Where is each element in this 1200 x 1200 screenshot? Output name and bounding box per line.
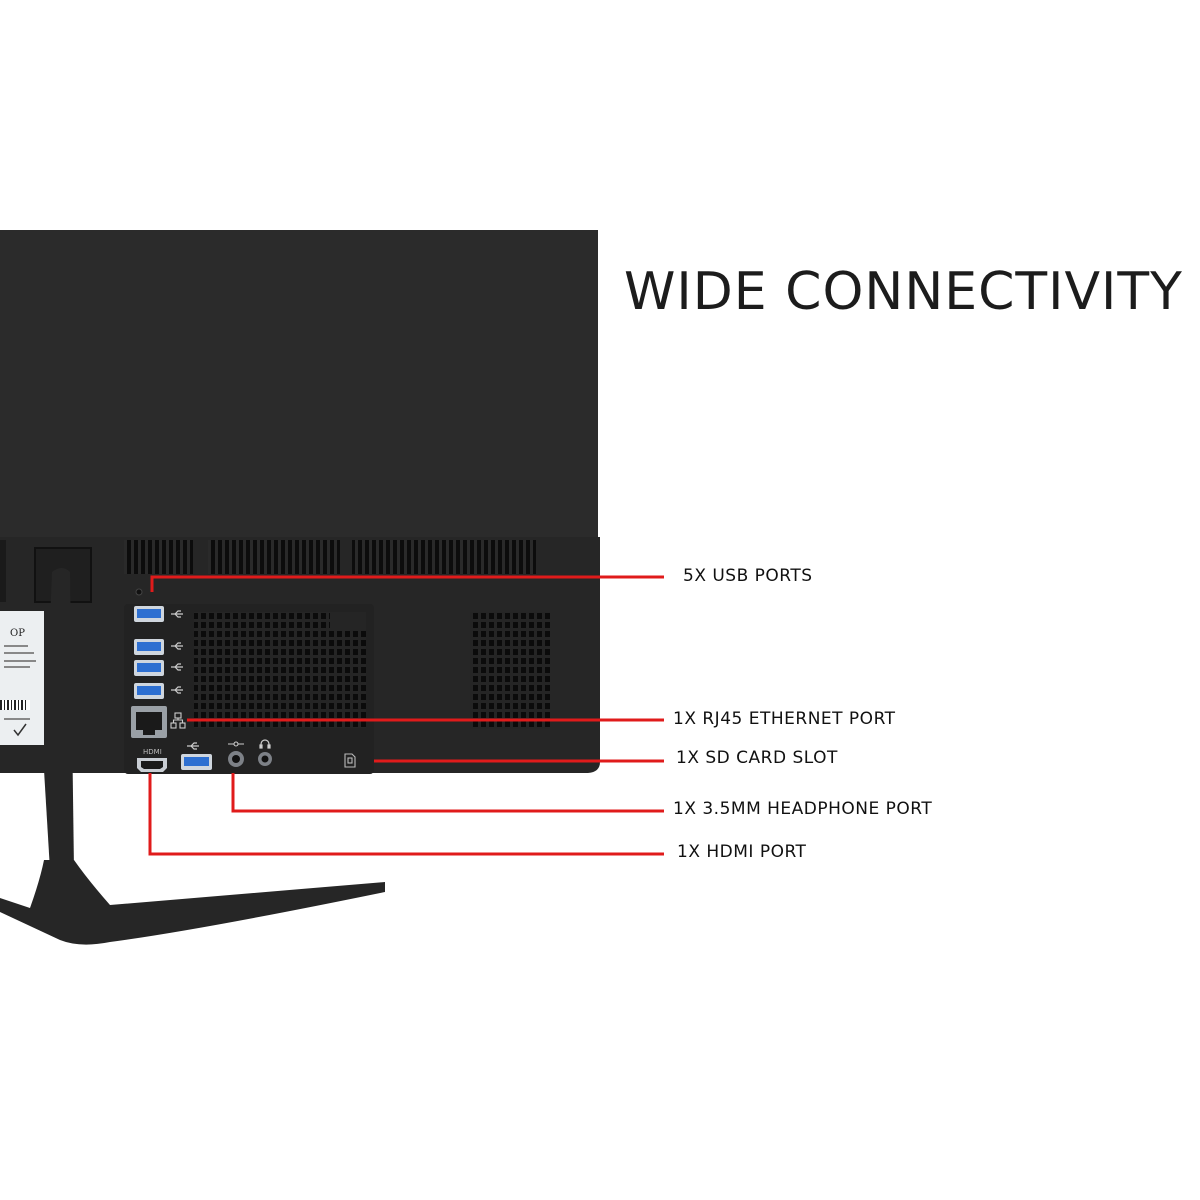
hdmi-port [137, 758, 167, 772]
top-vent [352, 540, 536, 574]
product-sticker: OP [0, 611, 44, 745]
dc-power-jack [228, 751, 244, 767]
headphone-callout-line [231, 773, 664, 813]
stand-neck [44, 568, 74, 870]
ethernet-port-label: 1X RJ45 ETHERNET PORT [673, 709, 896, 729]
stand-base [0, 860, 385, 945]
usb-icon [171, 642, 183, 650]
usb-port [134, 683, 164, 699]
sticker-brand: OP [10, 628, 25, 639]
monitor-back-panel [0, 230, 598, 542]
sd-card-slot-label: 1X SD CARD SLOT [676, 748, 838, 768]
usb-icon [171, 663, 183, 671]
headphone-icon [259, 739, 271, 749]
hdmi-label: HDMI [143, 748, 162, 756]
headphone-port-label: 1X 3.5MM HEADPHONE PORT [673, 799, 933, 819]
power-indicator [135, 588, 143, 596]
dc-power-icon [228, 741, 244, 747]
page-title: WIDE CONNECTIVITY [624, 262, 1183, 322]
usb-port [134, 660, 164, 676]
rj45-port [131, 706, 167, 738]
usb-ports-label: 5X USB PORTS [683, 566, 813, 586]
network-icon [170, 712, 186, 729]
top-vent [124, 540, 193, 574]
usb-callout-line [150, 575, 664, 592]
headphone-jack [258, 752, 272, 766]
usb-port [134, 606, 164, 622]
usb-icon [187, 742, 199, 750]
sd-card-icon [344, 753, 356, 768]
side-vent-grid [194, 612, 366, 728]
hdmi-port-label: 1X HDMI PORT [677, 842, 807, 862]
usb-port [134, 639, 164, 655]
usb-icon [171, 610, 183, 618]
hdmi-callout-line [148, 773, 664, 856]
top-vent [208, 540, 340, 574]
usb-icon [171, 686, 183, 694]
side-vent-grid [470, 612, 550, 729]
usb-port [181, 754, 212, 770]
callout-lines [148, 575, 664, 856]
